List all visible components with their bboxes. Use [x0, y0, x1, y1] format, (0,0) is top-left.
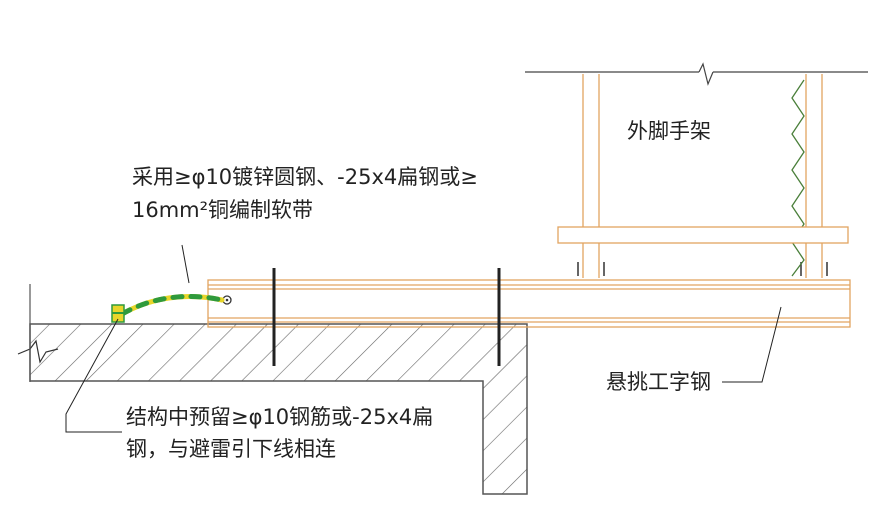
scaffold-ledger [557, 226, 849, 244]
top-reference-line [525, 62, 868, 86]
break-line-icon [698, 62, 714, 86]
label-scaffold: 外脚手架 [627, 119, 711, 143]
label-strap-line2: 16mm²铜编制软带 [132, 198, 314, 222]
label-beam: 悬挑工字钢 [606, 370, 711, 394]
label-embed-line1: 结构中预留≥φ10钢筋或-25x4扁 [126, 405, 434, 429]
break-line-icon [17, 339, 59, 364]
ground-clamp-icon [111, 304, 125, 323]
label-strap-line1: 采用≥φ10镀锌圆钢、-25x4扁钢或≥ [132, 165, 478, 189]
circle-pin-icon [222, 295, 232, 305]
leader-beam [722, 306, 782, 383]
grounding-strap [119, 293, 225, 317]
leader-embed [65, 318, 122, 433]
cantilever-i-beam [207, 279, 851, 328]
leader-strap [181, 244, 190, 284]
scaffold-tube-left [582, 74, 600, 278]
tube-base-ticks [577, 262, 828, 276]
scaffold-tube-right [805, 74, 823, 278]
safety-net-zigzag [791, 79, 805, 277]
label-embed-line2: 钢，与避雷引下线相连 [126, 437, 336, 461]
